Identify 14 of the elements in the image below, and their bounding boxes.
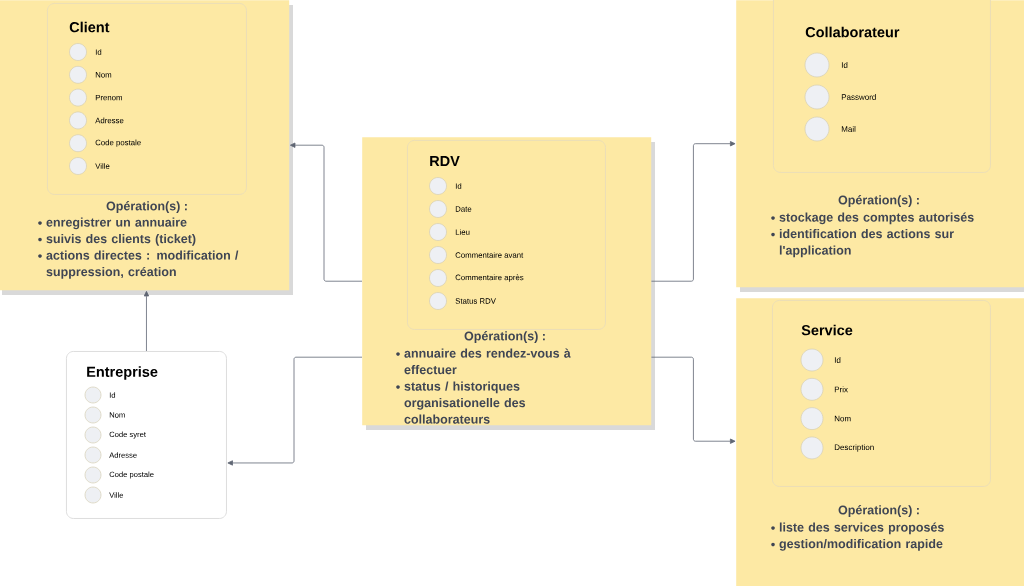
arrow — [651, 356, 736, 444]
operations-heading: Opération(s) : — [838, 505, 919, 517]
arrow — [289, 142, 363, 282]
arrow — [143, 290, 150, 352]
entity-title: Service — [801, 324, 853, 336]
field-label: Nom — [834, 415, 851, 422]
arrow — [227, 356, 363, 466]
field-label: Id — [834, 357, 841, 363]
arrow — [651, 141, 736, 282]
entity-title: Entreprise — [87, 366, 158, 380]
field-label: Prix — [834, 386, 848, 393]
bullet-item: liste des services proposés — [771, 522, 944, 535]
field-label: Description — [834, 444, 874, 452]
bullet-item: gestion/modification rapide — [771, 539, 943, 551]
